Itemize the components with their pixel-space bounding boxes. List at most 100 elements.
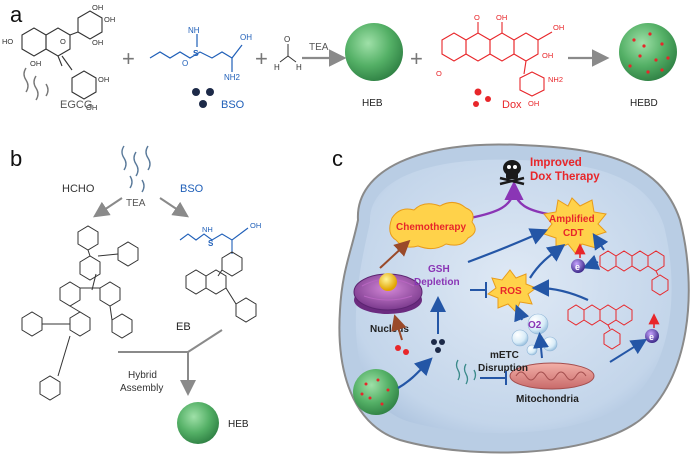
gsh-depletion-line2: Depletion: [414, 277, 460, 288]
egcg-atom-oh-2: OH: [104, 15, 115, 24]
hebd-entering-cell: [353, 369, 399, 415]
bso-atom-s: S: [193, 48, 199, 58]
assembly-arrow: [118, 329, 223, 396]
bso-particle-1: [192, 88, 200, 96]
plus-sign-3: +: [410, 46, 423, 71]
dox-atom-nh2: NH2: [548, 75, 563, 84]
formaldehyde-atom-o: O: [284, 35, 290, 44]
panel-label-b: b: [10, 146, 22, 171]
ros-from-dox-arrow: [531, 279, 589, 302]
eb-atom-oh: OH: [250, 221, 261, 230]
heb-label-b: HEB: [228, 419, 249, 430]
bso-particle-2: [206, 88, 214, 96]
dox-particle-2: [485, 96, 491, 102]
arrow-b-left: [93, 197, 123, 218]
amplified-cdt-line1: Amplified: [549, 214, 595, 225]
dox-to-electron-arrow: [582, 254, 601, 270]
chemotherapy-label: Chemotherapy: [396, 222, 466, 233]
dox-to-cdt-arrow: [592, 233, 609, 251]
tea-label-a: TEA: [309, 42, 329, 53]
electron-1: [571, 243, 586, 273]
hybrid-label: Hybrid: [128, 370, 157, 381]
improved-therapy-line2: Dox Therapy: [530, 171, 600, 183]
hebd-entering-dots: [360, 378, 390, 406]
dox-to-nucleus-arrow: [391, 314, 407, 341]
eb-atom-s: S: [208, 239, 214, 248]
dox-atom-oh-1: OH: [496, 13, 507, 22]
egcg-structure: [21, 10, 103, 100]
electron-2: [645, 313, 660, 343]
nucleus-label: Nucleus: [370, 324, 409, 335]
mito-to-o2-arrow: [533, 332, 549, 359]
electron-label-2: e: [649, 332, 654, 342]
cell-bso-dot-3: [435, 347, 441, 353]
arrow-b-right: [159, 197, 189, 218]
uptake-arrow: [397, 357, 433, 389]
dox-atom-oh-3: OH: [542, 51, 553, 60]
egcg-atom-oh-3: OH: [92, 38, 103, 47]
cell-bso-dot-1: [431, 339, 437, 345]
eb-atom-nh: NH: [202, 225, 213, 234]
heb-nanoparticle-a: [345, 23, 403, 81]
metc-line2: Disruption: [478, 363, 528, 374]
egcg-atom-ho-1: HO: [2, 37, 13, 46]
dox-atom-oh-4: OH: [528, 99, 539, 108]
therapy-convergence-arrows: [469, 180, 549, 220]
dox-atom-oh-2: OH: [553, 23, 564, 32]
dox-structure: [441, 22, 553, 97]
o2-label: O2: [528, 320, 542, 331]
plus-sign-2: +: [255, 46, 268, 71]
hebd-nanoparticle: [619, 23, 677, 81]
heb-nanoparticle-b: [177, 402, 219, 444]
egcg-polymer-structure: [21, 225, 139, 401]
gsh-to-cdt-arrow: [467, 228, 549, 264]
eb-structure: [179, 227, 249, 254]
bso-label: BSO: [221, 99, 245, 111]
ros-label: ROS: [500, 286, 522, 297]
bso-structure: [149, 34, 243, 72]
egcg-atom-oh-5: OH: [98, 75, 109, 84]
egcg-atom-oh-4: OH: [30, 59, 41, 68]
dox-label: Dox: [502, 99, 522, 111]
egcg-squiggles-c: [455, 359, 477, 385]
egcg-atom-oh-1: OH: [92, 3, 103, 12]
formaldehyde-atom-h2: H: [296, 63, 302, 72]
improved-therapy-line1: Improved: [530, 157, 582, 169]
nucleus-to-chemo-arrow: [379, 239, 411, 269]
cell-dox-molecule-2: [567, 304, 633, 350]
dox-atom-o-2: O: [436, 69, 442, 78]
dox-particle-3: [473, 101, 479, 107]
electron-label-1: e: [575, 262, 580, 272]
assembly-label: Assembly: [120, 383, 163, 394]
formaldehyde-atom-h1: H: [274, 63, 280, 72]
panel-label-c: c: [332, 146, 343, 171]
cell-dox-dot-2: [403, 349, 409, 355]
egcg-label: EGCG: [60, 99, 92, 111]
skull-icon: [499, 160, 525, 186]
nucleus: [353, 273, 423, 314]
mitochondria-label: Mitochondria: [516, 394, 579, 405]
hcho-label: HCHO: [62, 183, 95, 195]
hebd-dox-dots: [628, 32, 670, 74]
egcg-atom-o-1: O: [60, 37, 66, 46]
eb-egcg-part: [185, 251, 257, 323]
dox-particle-1: [474, 88, 482, 96]
dox-atom-o-1: O: [474, 13, 480, 22]
egcg-squiggles-b: [121, 145, 151, 193]
ros-to-cdt-arrow: [529, 244, 566, 279]
mito-to-electron-arrow: [609, 338, 648, 363]
formaldehyde-structure: [279, 44, 297, 63]
o2-to-ros-arrow: [514, 304, 530, 323]
metc-line1: mETC: [490, 350, 519, 361]
plus-sign-1: +: [122, 46, 135, 71]
egcg-atom-oh-6: OH: [86, 103, 97, 112]
hebd-label: HEBD: [630, 98, 658, 109]
cell-bso-dot-2: [439, 339, 445, 345]
gsh-depletion-line1: GSH: [428, 264, 450, 275]
eb-label: EB: [176, 321, 191, 333]
bso-atom-o: O: [182, 59, 188, 68]
tea-label-b: TEA: [126, 198, 146, 209]
bso-atom-nh2: NH2: [224, 73, 241, 82]
bso-atom-nh: NH: [188, 26, 200, 35]
